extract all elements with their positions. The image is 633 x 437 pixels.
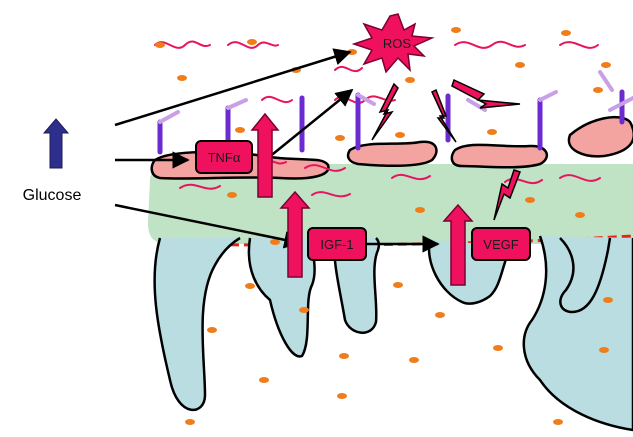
glucose-up-arrow bbox=[44, 119, 68, 168]
cell-3 bbox=[452, 145, 547, 167]
receptors-light bbox=[160, 72, 633, 122]
cell-2 bbox=[348, 142, 436, 166]
igf-label: IGF-1 bbox=[320, 237, 353, 252]
projection-2 bbox=[249, 238, 315, 356]
ros-label: ROS bbox=[383, 36, 412, 51]
bolt-2 bbox=[432, 90, 456, 142]
tissue-projections bbox=[155, 236, 633, 430]
bolt-3 bbox=[452, 80, 520, 108]
vegf-label: VEGF bbox=[483, 237, 518, 252]
projection-1 bbox=[155, 238, 240, 410]
tnf-label: TNFα bbox=[208, 150, 241, 165]
glucose-label: Glucose bbox=[23, 187, 82, 204]
arrow-glucose-to-ros bbox=[115, 52, 350, 125]
bolt-1 bbox=[372, 84, 398, 140]
